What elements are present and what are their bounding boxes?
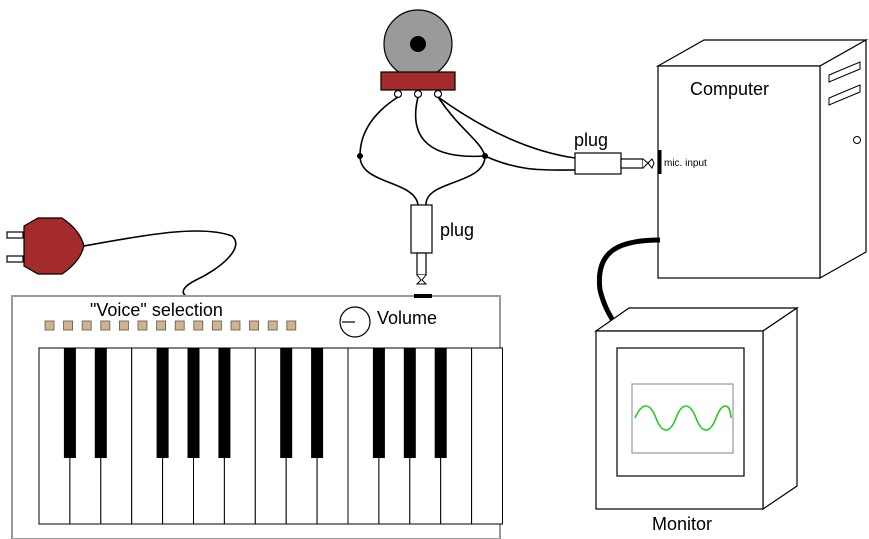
plug-bottom-label: plug — [440, 220, 474, 240]
voice-button[interactable] — [63, 320, 73, 331]
computer-case — [655, 38, 869, 280]
black-key[interactable] — [94, 348, 107, 458]
voice-button[interactable] — [137, 320, 148, 331]
keyboard — [11, 294, 504, 539]
black-key[interactable] — [156, 348, 169, 458]
voice-button[interactable] — [230, 320, 241, 331]
waveform-trace — [634, 405, 732, 431]
black-key[interactable] — [63, 348, 76, 458]
voice-button[interactable] — [156, 320, 167, 331]
volume-label: Volume — [377, 308, 437, 328]
black-key[interactable] — [311, 348, 324, 458]
cable-to-computer-upper — [437, 96, 576, 159]
oscilloscope-screen — [631, 383, 734, 454]
voice-buttons — [44, 320, 297, 331]
voice-button[interactable] — [267, 320, 278, 331]
mic-wire-left — [359, 96, 399, 157]
voice-button[interactable] — [211, 320, 222, 331]
white-key[interactable] — [471, 347, 504, 525]
voice-button[interactable] — [119, 320, 129, 331]
cable-to-keyboard-right — [425, 155, 486, 206]
power-plug-icon — [6, 217, 85, 275]
voice-button[interactable] — [81, 320, 92, 331]
phone-plug-icon — [410, 204, 433, 285]
speaker-icon — [380, 9, 456, 99]
mic-input-label: mic. input — [664, 158, 707, 169]
voice-button[interactable] — [100, 320, 111, 331]
black-key[interactable] — [218, 348, 231, 458]
power-cord — [83, 230, 237, 297]
monitor — [594, 306, 799, 511]
plug-top-label: plug — [574, 130, 608, 150]
black-key[interactable] — [280, 348, 293, 458]
voice-button[interactable] — [286, 320, 297, 331]
computer-label: Computer — [690, 79, 769, 99]
phone-plug-icon — [574, 152, 655, 175]
black-key[interactable] — [187, 348, 200, 458]
cable-to-keyboard-left — [359, 155, 419, 206]
cable-to-computer-lower — [484, 155, 576, 171]
black-key[interactable] — [434, 348, 447, 458]
voice-button[interactable] — [174, 320, 185, 331]
piano-keys — [38, 347, 504, 525]
mic-wire-right — [437, 96, 486, 157]
black-key[interactable] — [403, 348, 416, 458]
mic-wire-center — [414, 96, 486, 158]
voice-selection-label: "Voice" selection — [90, 300, 223, 320]
voice-button[interactable] — [44, 320, 55, 331]
voice-button[interactable] — [193, 320, 204, 331]
voice-button[interactable] — [249, 320, 260, 331]
volume-knob-icon[interactable] — [339, 306, 371, 338]
monitor-cable — [596, 237, 661, 328]
monitor-label: Monitor — [652, 514, 712, 534]
black-key[interactable] — [372, 348, 385, 458]
